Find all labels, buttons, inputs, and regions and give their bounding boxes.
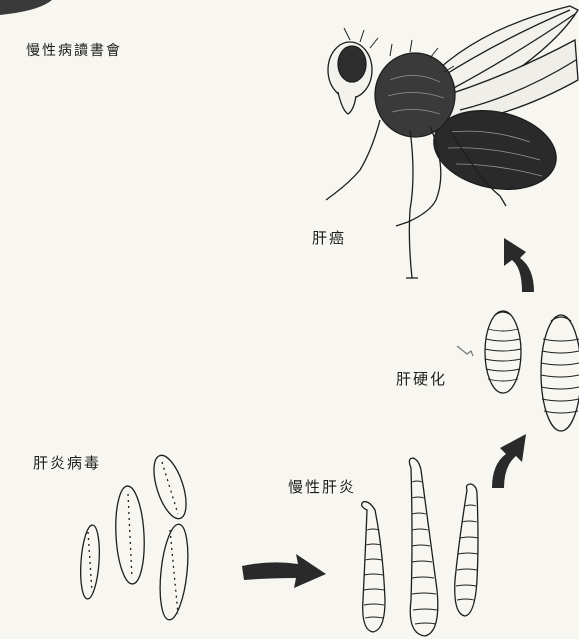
virus-eggs-illustration — [70, 452, 200, 624]
arrow-to-cirrhosis-icon — [486, 430, 531, 492]
corner-decoration — [0, 0, 60, 20]
pupae-illustration — [475, 305, 579, 435]
label-cirrhosis: 肝硬化 — [396, 368, 447, 389]
larvae-illustration — [355, 450, 490, 638]
speck-decoration — [455, 342, 475, 360]
label-chronic-hepatitis: 慢性肝炎 — [288, 476, 356, 497]
arrow-to-chronic-icon — [240, 552, 330, 592]
fly-illustration — [320, 0, 579, 285]
page-title: 慢性病讀書會 — [26, 40, 122, 60]
